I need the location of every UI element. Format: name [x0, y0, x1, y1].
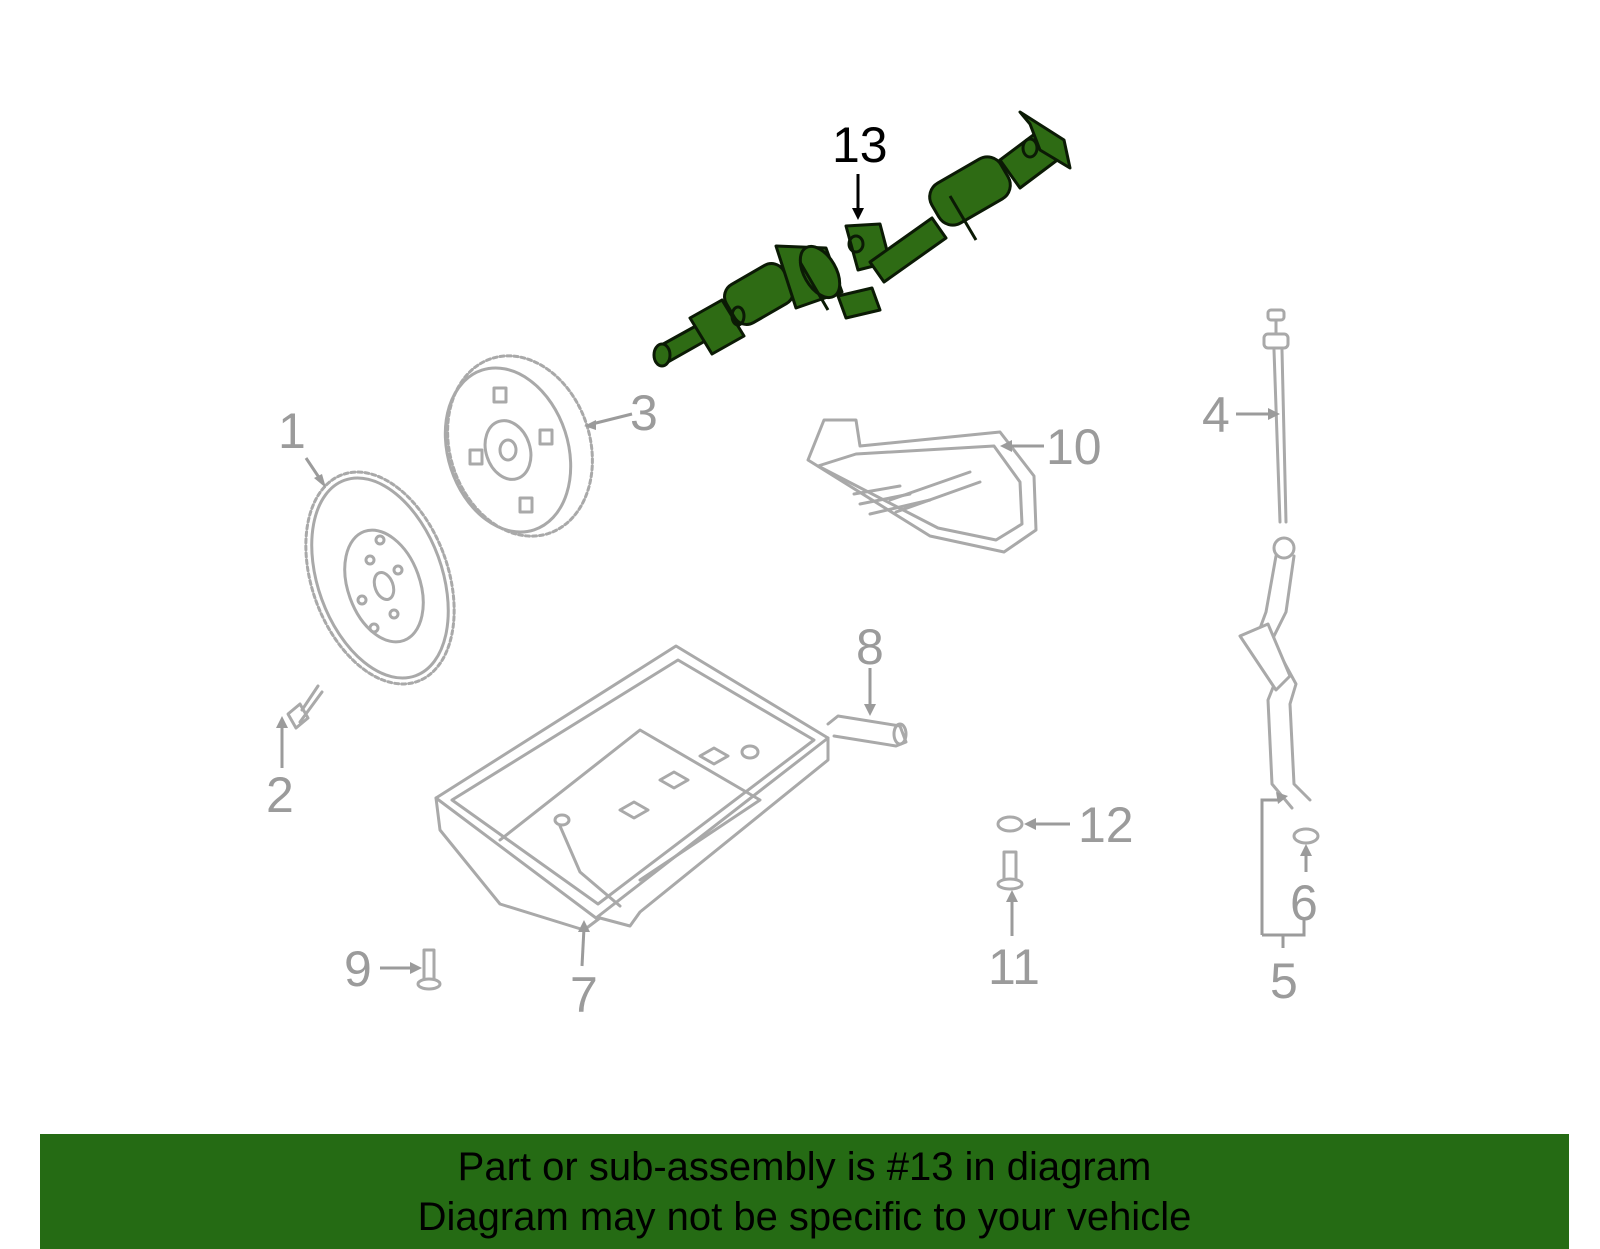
callout-1: 1: [278, 403, 306, 459]
callout-13: 13: [832, 117, 888, 173]
part-5-dipstick-tube[interactable]: [1238, 536, 1312, 810]
callout-5: 5: [1270, 953, 1298, 1009]
part-12-o-ring[interactable]: [996, 815, 1024, 833]
part-11-bolt[interactable]: [996, 850, 1024, 891]
callout-2: 2: [266, 767, 294, 823]
part-13-drive-shaft[interactable]: [652, 110, 1072, 368]
callout-3: 3: [630, 385, 658, 441]
leader-lines: [276, 174, 1312, 974]
part-10-filter[interactable]: [806, 418, 1038, 554]
info-banner: Part or sub-assembly is #13 in diagram D…: [40, 1134, 1569, 1249]
callout-4: 4: [1202, 387, 1230, 443]
callout-10: 10: [1046, 419, 1102, 475]
part-8-plug[interactable]: [826, 714, 908, 748]
callout-9: 9: [344, 941, 372, 997]
part-7-oil-pan[interactable]: [434, 644, 830, 932]
part-3-torque-converter[interactable]: [425, 337, 615, 555]
part-2-bolt[interactable]: [286, 684, 324, 730]
callout-12: 12: [1078, 797, 1134, 853]
callout-11: 11: [988, 939, 1040, 995]
callout-8: 8: [856, 619, 884, 675]
banner-line-1: Part or sub-assembly is #13 in diagram: [457, 1145, 1152, 1189]
banner-line-2: Diagram may not be specific to your vehi…: [417, 1195, 1192, 1239]
part-1-flywheel[interactable]: [278, 451, 481, 704]
part-9-bolt[interactable]: [416, 948, 442, 991]
part-4-dipstick[interactable]: [1262, 308, 1290, 524]
callout-7: 7: [570, 967, 598, 1023]
callout-6: 6: [1290, 875, 1318, 931]
part-6-o-ring[interactable]: [1292, 827, 1320, 845]
